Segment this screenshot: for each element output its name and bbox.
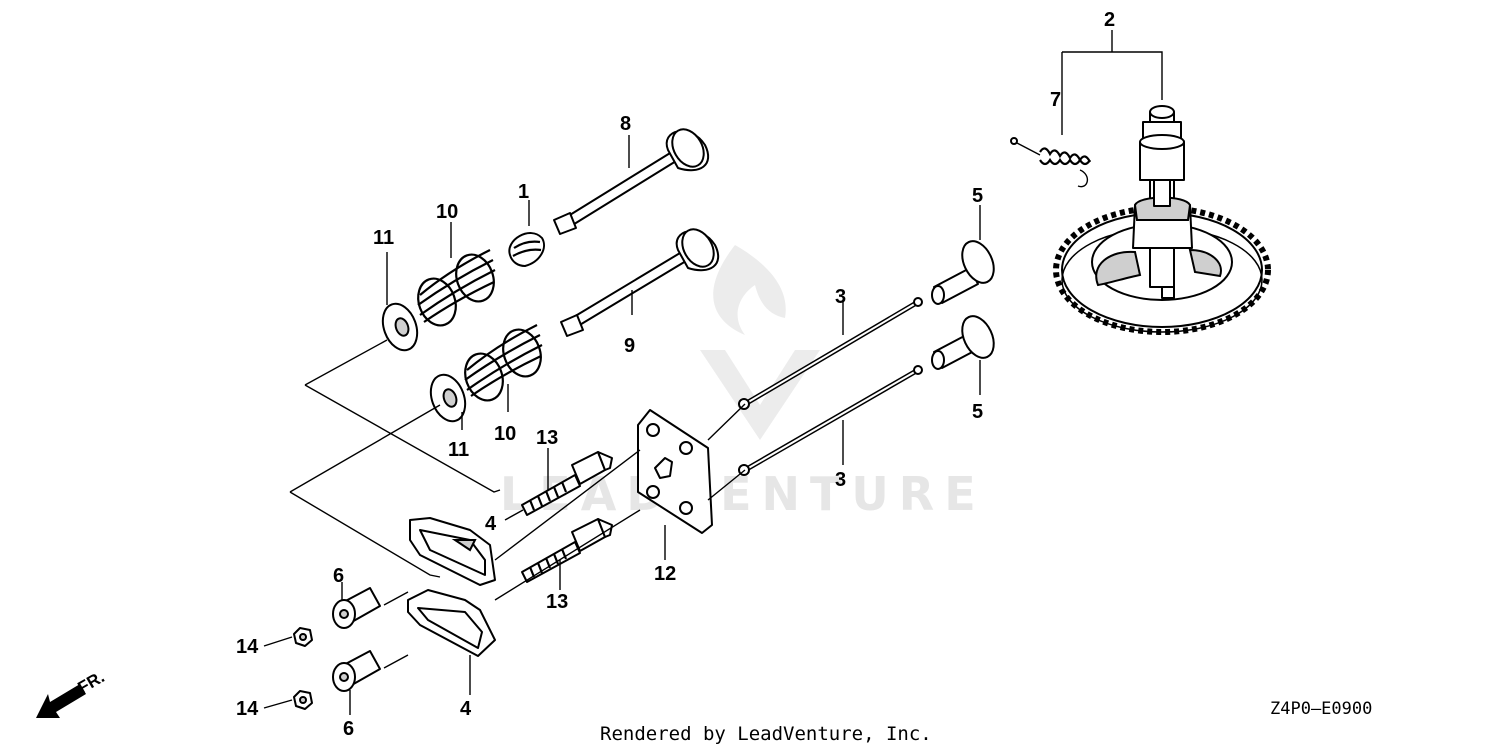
drawing-code: Z4P0—E0900	[1270, 699, 1372, 719]
footer-credit: Rendered by LeadVenture, Inc.	[600, 723, 932, 745]
front-arrow: FR.	[36, 667, 108, 718]
lock-nut-lower	[293, 690, 313, 710]
push-rod-upper	[738, 297, 923, 410]
valve-upper	[553, 128, 710, 235]
callout-1: 1	[518, 181, 529, 203]
callout-10-upper: 10	[436, 201, 458, 223]
pivot-lower	[332, 650, 381, 692]
callout-4-lower: 4	[460, 698, 472, 720]
callout-14-upper: 14	[236, 636, 259, 658]
pivot-bolt-lower	[521, 518, 613, 583]
callout-12: 12	[654, 563, 676, 585]
tappet-lower	[931, 315, 995, 370]
callout-5-lower: 5	[972, 401, 983, 423]
callout-14-lower: 14	[236, 698, 259, 720]
lock-nut-upper	[293, 627, 313, 647]
callout-6-upper: 6	[333, 565, 344, 587]
callout-3-lower: 3	[835, 469, 846, 491]
guide-plate	[637, 409, 713, 534]
governor-spring	[1010, 137, 1091, 188]
callout-9: 9	[624, 335, 635, 357]
valve-lower	[560, 228, 720, 337]
rocker-arm-upper	[409, 517, 496, 586]
callout-11-lower: 11	[448, 439, 469, 461]
retainer-upper	[381, 302, 419, 352]
callout-6-lower: 6	[343, 718, 354, 740]
valve-spring-upper	[417, 249, 496, 327]
rocker-arm-lower	[407, 589, 496, 657]
pivot-bolt-upper	[521, 451, 613, 516]
callout-7: 7	[1050, 89, 1061, 111]
valve-spring-lower	[464, 324, 543, 402]
callout-13-upper: 13	[536, 427, 558, 449]
camshaft-assembly	[1053, 105, 1271, 335]
callouts: 2 7 8 1 10 11 5 3 9 5 10 11 13 3 4 12 6 …	[236, 9, 1115, 740]
callout-10-lower: 10	[494, 423, 516, 445]
retainer-lower	[429, 373, 467, 423]
callout-2: 2	[1104, 9, 1115, 31]
callout-8: 8	[620, 113, 631, 135]
leader-lines	[263, 30, 1163, 715]
callout-5-upper: 5	[972, 185, 983, 207]
stem-seal	[508, 232, 545, 267]
callout-11-upper: 11	[373, 227, 394, 249]
tappet-upper	[931, 240, 995, 305]
callout-3-upper: 3	[835, 286, 846, 308]
callout-13-lower: 13	[546, 591, 568, 613]
callout-4-upper: 4	[485, 513, 497, 535]
pivot-upper	[332, 587, 381, 629]
